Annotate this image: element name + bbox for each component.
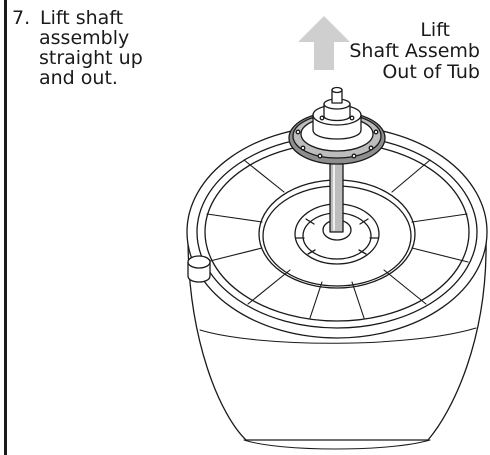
left-margin-rule [4,0,7,455]
step-text-1: Lift shaft [40,7,124,29]
step-text-4: and out. [39,67,118,89]
step-text-3: straight up [39,47,143,69]
callout-line-1: Lift [420,19,450,41]
drive-shaft [329,149,344,233]
callout-line-3: Out of Tub [382,61,480,83]
up-arrow-icon [298,16,350,70]
callout-line-2: Shaft Assemb [349,40,480,62]
softener-cap [187,255,211,283]
step-text-2: assembly [39,27,130,49]
shaft-hub-assembly [288,86,386,165]
step-number: 7. [12,7,31,29]
step-line-1: 7. Lift shaft [12,8,143,28]
callout-label: Lift Shaft Assemb Out of Tub [349,20,480,83]
step-instruction: 7. Lift shaft assembly straight up and ou… [12,8,143,88]
